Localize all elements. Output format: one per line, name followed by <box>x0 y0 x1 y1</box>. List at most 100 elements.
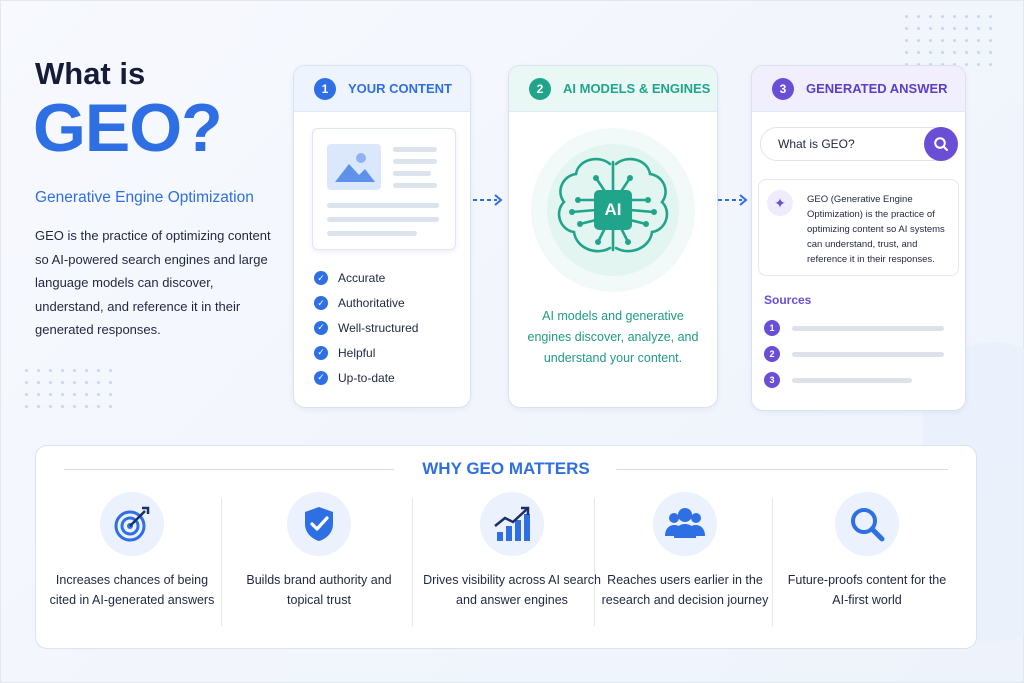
checklist-item: ✓ Up-to-date <box>314 365 418 390</box>
benefit-item: Reaches users earlier in the research an… <box>600 492 770 610</box>
dot <box>953 27 956 30</box>
dot <box>37 381 40 384</box>
dot <box>953 63 956 66</box>
benefit-text: Future-proofs content for the AI-first w… <box>787 573 947 607</box>
dot <box>97 369 100 372</box>
dot <box>929 27 932 30</box>
dot <box>25 369 28 372</box>
search-button[interactable] <box>924 127 958 161</box>
source-number: 2 <box>764 346 780 362</box>
dot <box>49 405 52 408</box>
dot <box>965 63 968 66</box>
dot <box>61 369 64 372</box>
dot <box>73 381 76 384</box>
answer-card: ✦ GEO (Generative Engine Optimization) i… <box>758 179 959 276</box>
dot <box>941 63 944 66</box>
dot <box>989 39 992 42</box>
dot <box>49 381 52 384</box>
card-header: 1 YOUR CONTENT <box>294 66 470 112</box>
dot <box>905 63 908 66</box>
dot <box>905 15 908 18</box>
dot <box>73 393 76 396</box>
target-icon <box>100 492 164 556</box>
checklist-label: Well-structured <box>338 320 419 335</box>
dot <box>905 51 908 54</box>
dot <box>49 393 52 396</box>
search-icon <box>934 137 948 151</box>
source-placeholder-line <box>792 351 944 357</box>
document-illustration <box>312 128 456 250</box>
ai-models-description: AI models and generative engines discove… <box>527 309 699 365</box>
divider <box>772 498 773 626</box>
dot <box>929 15 932 18</box>
dot <box>917 39 920 42</box>
sources-label: Sources <box>764 293 812 307</box>
why-geo-matters-panel: WHY GEO MATTERS Increases chances of bei… <box>35 445 977 649</box>
benefit-item: Future-proofs content for the AI-first w… <box>782 492 952 610</box>
dot <box>917 27 920 30</box>
source-item[interactable]: 2 <box>764 346 944 362</box>
card-header: 2 AI MODELS & ENGINES <box>509 66 717 112</box>
benefit-text: Drives visibility across AI search and a… <box>423 573 601 607</box>
dot <box>97 393 100 396</box>
dot <box>25 405 28 408</box>
card-header: 3 GENERATED ANSWER <box>752 66 965 112</box>
dot <box>73 369 76 372</box>
title-geo: GEO? <box>33 90 223 166</box>
source-item[interactable]: 1 <box>764 320 944 336</box>
decorative-dot-grid <box>905 15 992 66</box>
source-placeholder-line <box>792 325 944 331</box>
subtitle: Generative Engine Optimization <box>35 189 254 206</box>
benefit-text: Builds brand authority and topical trust <box>246 573 392 607</box>
dot <box>953 15 956 18</box>
shield-check-icon <box>287 492 351 556</box>
dot <box>37 405 40 408</box>
dot <box>953 39 956 42</box>
dot <box>85 393 88 396</box>
source-placeholder-line <box>792 377 912 383</box>
dot <box>85 369 88 372</box>
dashed-arrow-icon <box>471 192 505 211</box>
dot <box>905 27 908 30</box>
step-number-badge: 3 <box>772 77 794 100</box>
dot <box>49 369 52 372</box>
checklist-label: Up-to-date <box>338 370 395 385</box>
dot <box>37 393 40 396</box>
dot <box>965 51 968 54</box>
check-icon: ✓ <box>314 296 328 311</box>
checklist-item: ✓ Accurate <box>314 266 418 291</box>
dashed-arrow-icon <box>716 192 750 211</box>
check-icon: ✓ <box>314 271 328 286</box>
dot <box>917 63 920 66</box>
dot <box>97 381 100 384</box>
dot <box>929 63 932 66</box>
dot <box>109 381 112 384</box>
checklist-label: Helpful <box>338 345 376 360</box>
checklist-label: Authoritative <box>338 296 405 311</box>
source-item[interactable]: 3 <box>764 372 912 388</box>
divider <box>594 498 595 626</box>
magnifier-icon <box>835 492 899 556</box>
image-icon <box>327 144 381 190</box>
divider <box>412 498 413 626</box>
card-ai-models: 2 AI MODELS & ENGINES <box>508 65 718 408</box>
dot <box>61 393 64 396</box>
dot <box>941 39 944 42</box>
card-title: AI MODELS & ENGINES <box>563 81 711 96</box>
divider <box>616 469 948 470</box>
dot <box>917 15 920 18</box>
dot <box>97 405 100 408</box>
benefit-item: Increases chances of being cited in AI-g… <box>44 492 220 610</box>
benefit-text: Increases chances of being cited in AI-g… <box>49 573 215 607</box>
divider <box>64 469 394 470</box>
dot <box>989 27 992 30</box>
check-icon: ✓ <box>314 320 328 335</box>
ai-brain-icon: AI <box>526 126 700 294</box>
checklist-item: ✓ Authoritative <box>314 291 418 316</box>
dot <box>25 381 28 384</box>
section-title: WHY GEO MATTERS <box>422 459 590 478</box>
dot <box>941 15 944 18</box>
card-generated-answer: 3 GENERATED ANSWER What is GEO? ✦ GEO (G… <box>751 65 966 411</box>
dot <box>977 27 980 30</box>
dot <box>25 393 28 396</box>
